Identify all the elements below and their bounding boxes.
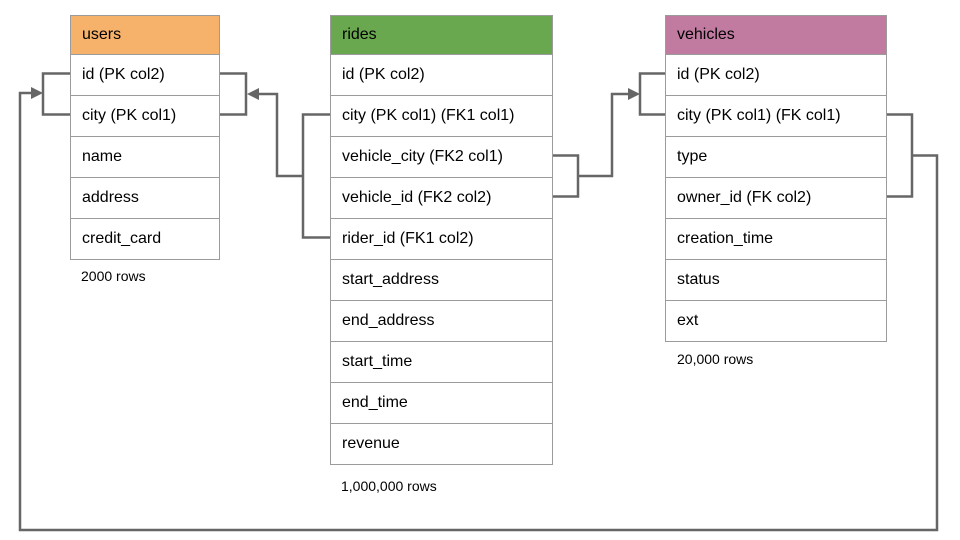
column-vehicles-3: owner_id (FK col2) [666,177,886,218]
column-users-0: id (PK col2) [71,54,219,95]
rides-fk2-to-vehicles-link-arrowhead-icon [628,88,640,100]
vehicles-right-bracket [887,113,914,198]
table-rides: rides id (PK col2)city (PK col1) (FK1 co… [330,15,553,465]
table-header-users: users [71,16,219,54]
column-rides-5: start_address [331,259,552,300]
vehicles-fk-to-users-link [18,91,939,532]
column-vehicles-4: creation_time [666,218,886,259]
column-vehicles-5: status [666,259,886,300]
column-rides-2: vehicle_city (FK2 col1) [331,136,552,177]
column-users-1: city (PK col1) [71,95,219,136]
rides-left-bracket [301,113,330,239]
row-count-vehicles: 20,000 rows [677,351,754,367]
table-rows-rides: id (PK col2)city (PK col1) (FK1 col1)veh… [331,54,552,464]
row-count-rides: 1,000,000 rows [341,478,437,494]
column-rides-8: end_time [331,382,552,423]
row-count-users: 2000 rows [81,268,146,284]
table-title-vehicles: vehicles [677,26,735,43]
table-vehicles: vehicles id (PK col2)city (PK col1) (FK … [665,15,887,342]
column-rides-6: end_address [331,300,552,341]
column-rides-4: rider_id (FK1 col2) [331,218,552,259]
table-header-rides: rides [331,16,552,54]
users-left-bracket [41,72,70,116]
rides-right-bracket [553,154,580,198]
rides-fk1-to-users-link [259,92,303,178]
vehicles-left-bracket [638,72,665,116]
vehicles-fk-to-users-link-arrowhead-icon [31,87,43,99]
column-rides-1: city (PK col1) (FK1 col1) [331,95,552,136]
column-vehicles-0: id (PK col2) [666,54,886,95]
column-users-2: name [71,136,219,177]
column-vehicles-1: city (PK col1) (FK col1) [666,95,886,136]
column-users-4: credit_card [71,218,219,259]
column-rides-0: id (PK col2) [331,54,552,95]
table-title-users: users [82,26,122,43]
column-vehicles-2: type [666,136,886,177]
table-title-rides: rides [342,26,377,43]
users-right-bracket [220,72,248,116]
column-vehicles-6: ext [666,300,886,341]
column-users-3: address [71,177,219,218]
column-rides-3: vehicle_id (FK2 col2) [331,177,552,218]
table-rows-vehicles: id (PK col2)city (PK col1) (FK col1)type… [666,54,886,341]
column-rides-7: start_time [331,341,552,382]
rides-fk2-to-vehicles-link [578,92,628,178]
table-header-vehicles: vehicles [666,16,886,54]
column-rides-9: revenue [331,423,552,464]
rides-fk1-to-users-link-arrowhead-icon [247,88,259,100]
